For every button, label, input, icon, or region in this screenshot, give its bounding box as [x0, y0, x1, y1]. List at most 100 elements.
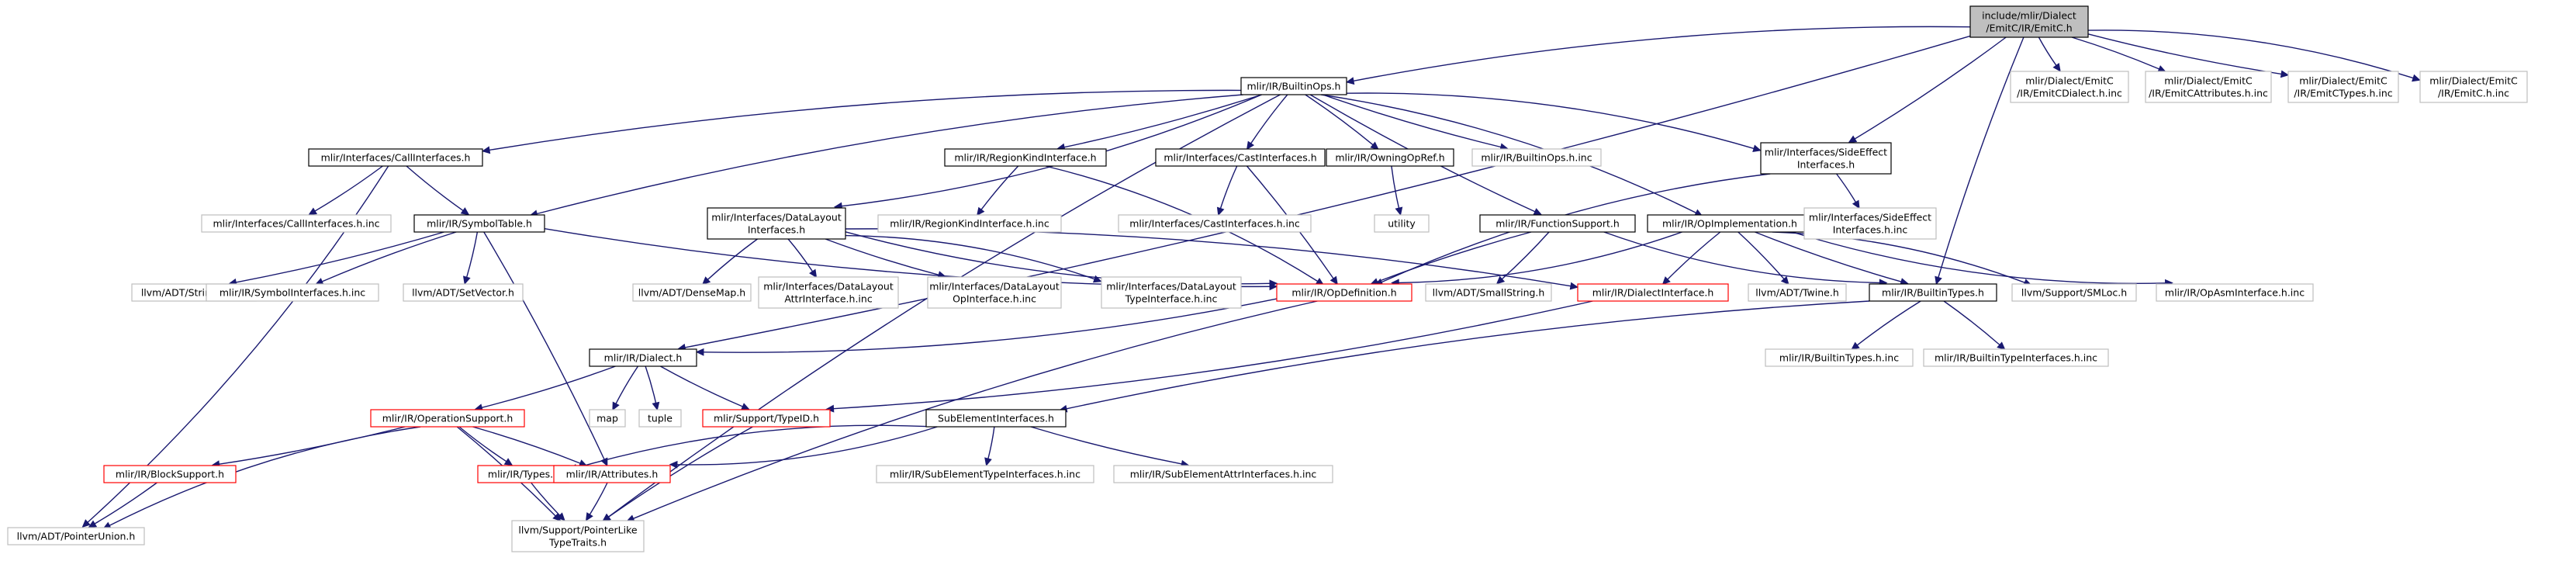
node-label-root-0: include/mlir/Dialect: [1982, 10, 2076, 22]
node-box-sideeffect: [1760, 142, 1892, 175]
edge-symboltable-to-setvector: [466, 231, 479, 278]
node-box-opasmiface: [2156, 283, 2314, 302]
node-box-blocksupport: [103, 465, 237, 483]
edge-builtinops-to-castifaces: [1250, 94, 1288, 144]
nodes-layer: include/mlir/Dialect/EmitC/IR/EmitC.h mli…: [7, 5, 2528, 552]
arrowhead-datalayout-to-dialectiface: [1569, 282, 1579, 290]
node-box-castifacesinc: [1118, 214, 1312, 233]
node-dialectiface[interactable]: mlir/IR/DialectInterface.h: [1577, 283, 1729, 302]
edge-opdefinition-to-dialect: [703, 298, 1278, 353]
node-regionkind[interactable]: mlir/IR/RegionKindInterface.h: [944, 148, 1107, 167]
arrowhead-castifaces-to-castifacesinc: [1216, 206, 1225, 216]
edge-builtinops-to-builtinopsinc: [1323, 94, 1502, 148]
node-typeid[interactable]: mlir/Support/TypeID.h: [702, 409, 831, 428]
arrowhead-blocksupport-to-pointerunion: [88, 520, 98, 528]
edge-builtintypes-to-builtintypesinc: [1856, 300, 1921, 346]
node-box-emitcattrs: [2145, 71, 2272, 103]
edge-datalayout-to-dltypeinc: [845, 234, 1095, 280]
node-subelement[interactable]: SubElementInterfaces.h: [925, 409, 1067, 428]
node-functionsupport[interactable]: mlir/IR/FunctionSupport.h: [1479, 214, 1636, 233]
edge-opimpl-to-dialectiface: [1667, 231, 1721, 280]
node-utility: utility: [1374, 214, 1430, 233]
node-root[interactable]: include/mlir/Dialect/EmitC/IR/EmitC.h: [1969, 5, 2089, 38]
edge-builtintypes-to-subelement: [1066, 300, 1870, 410]
node-label-symbolifacesinc-0: mlir/IR/SymbolInterfaces.h.inc: [220, 287, 365, 299]
node-label-densemap-0: llvm/ADT/DenseMap.h: [638, 287, 745, 299]
node-types[interactable]: mlir/IR/Types.h: [477, 465, 570, 483]
node-label-builtintypes-0: mlir/IR/BuiltinTypes.h: [1882, 287, 1984, 299]
arrowhead-builtintypes-to-builtintypeifacesinc: [1997, 341, 2006, 351]
node-label-emitcinc-0: mlir/Dialect/EmitC: [2429, 75, 2518, 87]
edge-datalayout-to-densemap: [707, 238, 758, 280]
node-smallstring: llvm/ADT/SmallString.h: [1425, 283, 1552, 302]
node-box-map: [589, 409, 626, 428]
node-label-builtinopsinc-0: mlir/IR/BuiltinOps.h.inc: [1481, 152, 1592, 164]
node-dialect[interactable]: mlir/IR/Dialect.h: [589, 348, 697, 367]
node-box-pointerlike: [511, 520, 645, 552]
node-box-pointerunion: [7, 527, 145, 545]
node-label-opimpl-0: mlir/IR/OpImplementation.h: [1662, 218, 1797, 230]
edge-callifaces-to-symboltable: [406, 165, 464, 211]
edge-castifaces-to-castifacesinc: [1219, 165, 1238, 209]
arrowhead-symboltable-to-setvector: [462, 275, 471, 286]
node-label-regionkindinc-0: mlir/IR/RegionKindInterface.h.inc: [890, 218, 1049, 230]
arrowhead-callifaces-to-symboltable: [460, 207, 470, 216]
node-box-tuple: [638, 409, 682, 428]
edge-owningopref-to-utility: [1391, 165, 1400, 209]
edge-dialect-to-typeid: [660, 365, 743, 407]
node-castifaces[interactable]: mlir/Interfaces/CastInterfaces.h: [1155, 148, 1326, 167]
node-callifaces[interactable]: mlir/Interfaces/CallInterfaces.h: [308, 148, 483, 167]
node-label-subattrinc-0: mlir/IR/SubElementAttrInterfaces.h.inc: [1130, 469, 1317, 480]
node-box-utility: [1374, 214, 1430, 233]
node-emitctypes: mlir/Dialect/EmitC/IR/EmitCTypes.h.inc: [2287, 71, 2399, 103]
edges-layer: [81, 26, 2421, 529]
arrowhead-builtintypes-to-builtintypesinc: [1851, 341, 1860, 351]
node-box-builtintypeifacesinc: [1923, 348, 2109, 367]
arrowhead-opimpl-to-dialectiface: [1661, 276, 1671, 286]
edge-types-to-pointerlike: [531, 482, 561, 516]
edge-opimpl-to-twine: [1738, 231, 1785, 280]
node-opsupport[interactable]: mlir/IR/OperationSupport.h: [370, 409, 525, 428]
edge-symboltable-to-attributes: [483, 231, 605, 460]
arrowhead-callifaces-to-callifacesinc: [308, 207, 318, 216]
edge-opsupport-to-blocksupport: [219, 426, 406, 465]
node-symboltable[interactable]: mlir/IR/SymbolTable.h: [413, 214, 545, 233]
node-label-dialectiface-0: mlir/IR/DialectInterface.h: [1592, 287, 1714, 299]
edge-opimpl-to-builtintypes: [1755, 231, 1902, 282]
edge-opimpl-to-opasmiface: [1792, 231, 2166, 285]
node-builtinops[interactable]: mlir/IR/BuiltinOps.h: [1240, 77, 1347, 95]
arrowhead-datalayout-to-dlattrinc: [809, 268, 818, 279]
node-owningopref[interactable]: mlir/IR/OwningOpRef.h: [1326, 148, 1454, 167]
node-emitcdialect: mlir/Dialect/EmitC/IR/EmitCDialect.h.inc: [2010, 71, 2129, 103]
edge-dialect-to-opsupport: [481, 365, 616, 408]
node-label-emitctypes-1: /IR/EmitCTypes.h.inc: [2294, 88, 2392, 99]
node-box-builtintypes: [1869, 283, 1997, 302]
node-box-symbolifacesinc: [206, 283, 379, 302]
edge-root-to-emitcdialect: [2038, 36, 2057, 66]
node-builtintypes[interactable]: mlir/IR/BuiltinTypes.h: [1869, 283, 1997, 302]
edge-attributes-to-pointerlike: [589, 482, 608, 515]
node-label-dltypeinc-0: mlir/Interfaces/DataLayout: [1106, 281, 1236, 293]
node-label-datalayout-1: Interfaces.h: [748, 224, 805, 236]
node-map: map: [589, 409, 626, 428]
node-label-subtypeinc-0: mlir/IR/SubElementTypeInterfaces.h.inc: [890, 469, 1081, 480]
node-label-castifaces-0: mlir/Interfaces/CastInterfaces.h: [1164, 152, 1316, 164]
node-label-emitcinc-1: /IR/EmitC.h.inc: [2438, 88, 2509, 99]
arrowhead-builtinops-to-owningopref: [1370, 141, 1379, 151]
node-label-builtintypesinc-0: mlir/IR/BuiltinTypes.h.inc: [1779, 352, 1899, 364]
arrowhead-types-to-pointerlike: [556, 512, 565, 521]
edge-subelement-to-subtypeinc: [987, 426, 995, 459]
node-subattrinc: mlir/IR/SubElementAttrInterfaces.h.inc: [1113, 465, 1333, 483]
edge-opimpl-to-opdefinition: [1399, 231, 1682, 284]
node-label-pointerlike-0: llvm/Support/PointerLike: [518, 525, 637, 536]
node-opimpl[interactable]: mlir/IR/OpImplementation.h: [1647, 214, 1813, 233]
node-opdefinition[interactable]: mlir/IR/OpDefinition.h: [1276, 283, 1412, 302]
node-label-emitcattrs-0: mlir/Dialect/EmitC: [2164, 75, 2253, 87]
node-attributes[interactable]: mlir/IR/Attributes.h: [553, 465, 671, 483]
node-box-setvector: [403, 283, 524, 302]
node-label-emitcdialect-1: /IR/EmitCDialect.h.inc: [2017, 88, 2122, 99]
node-blocksupport[interactable]: mlir/IR/BlockSupport.h: [103, 465, 237, 483]
node-box-subelement: [925, 409, 1067, 428]
